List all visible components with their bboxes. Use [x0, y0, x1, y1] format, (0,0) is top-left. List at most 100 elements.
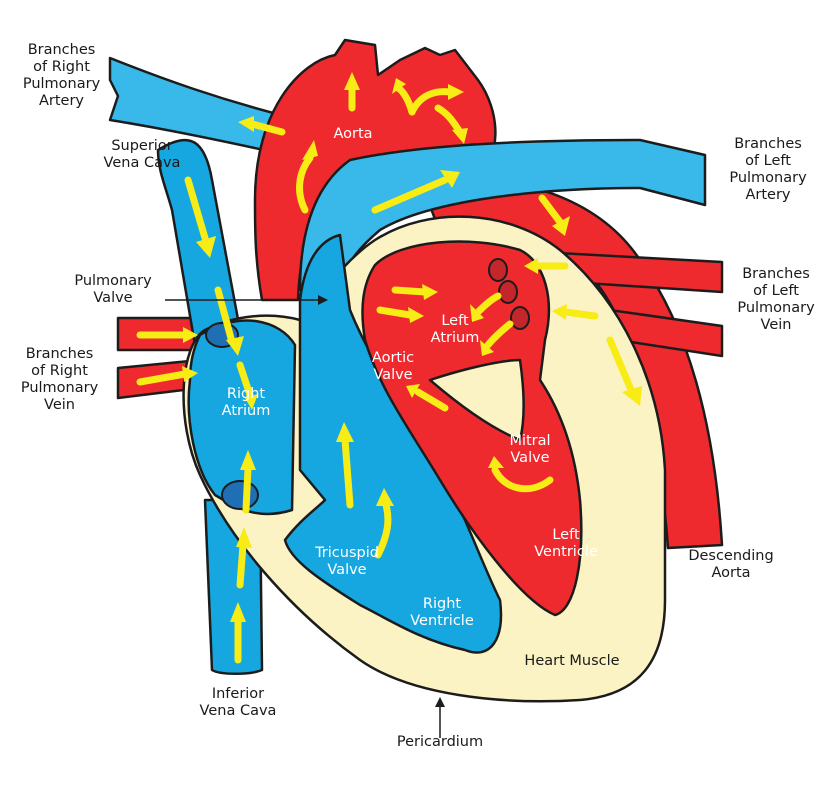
flow-arrow-rv-up-1: [341, 436, 354, 509]
label-line: Pulmonary: [737, 300, 815, 316]
arrowhead: [376, 488, 394, 506]
label-line: Valve: [373, 367, 413, 383]
label-line: Artery: [38, 93, 85, 109]
arrowhead: [245, 394, 258, 410]
flow-arrow-desc-1: [606, 336, 636, 396]
left-heart-chambers: [361, 240, 583, 617]
flow-arrow-la-2: [376, 306, 414, 319]
arrowhead: [183, 327, 198, 343]
label-left-atrium: Left Atrium: [420, 313, 490, 347]
flow-arrow-la-4: [484, 320, 514, 349]
label-left-pulmonary-artery: Branches of Left Pulmonary Artery: [718, 136, 818, 204]
arrowhead: [552, 216, 570, 236]
label-line: of Right: [33, 59, 90, 75]
arrowhead: [226, 336, 244, 356]
flow-arrow-ivc-2: [236, 541, 247, 589]
pulmonary-trunk: [298, 138, 707, 302]
label-right-ventricle: Right Ventricle: [402, 596, 482, 630]
label-line: Aorta: [333, 126, 373, 142]
flow-arrow-lpa: [538, 194, 564, 226]
label-descending-aorta: Descending Aorta: [676, 548, 786, 582]
right-ventricle-chamber: [283, 233, 503, 654]
label-line: Vein: [44, 397, 75, 413]
left-atrium-valve-a: [488, 258, 508, 282]
flow-arrow-svc: [184, 176, 209, 242]
arrowhead: [302, 140, 318, 160]
label-line: Right: [422, 596, 462, 612]
label-superior-vena-cava: Superior Vena Cava: [92, 138, 192, 172]
arrowhead: [182, 366, 198, 382]
label-aortic-valve: Aortic Valve: [358, 350, 428, 384]
label-line: Branches: [25, 346, 94, 362]
arrowhead: [622, 386, 642, 406]
arrowhead: [344, 72, 360, 90]
label-line: Ventricle: [410, 613, 474, 629]
label-line: Inferior: [211, 686, 265, 702]
arrowhead: [480, 340, 494, 356]
arrowhead: [406, 384, 420, 398]
arrowhead: [448, 84, 464, 100]
arrowhead: [552, 304, 567, 320]
flow-arrow-aorta-1: [296, 154, 314, 214]
arrowhead: [422, 284, 438, 300]
flow-arrow-la-1: [391, 286, 429, 296]
flow-arrow-ra: [236, 361, 254, 399]
arrowhead: [408, 307, 424, 323]
label-aorta: Aorta: [318, 126, 388, 143]
flow-arrow-mitral: [491, 466, 554, 493]
label-line: Pulmonary: [74, 273, 152, 289]
flow-arrow-rpa: [248, 120, 286, 136]
flow-arrow-rv-up-2: [374, 501, 392, 559]
pericardium-pointer-head: [435, 697, 445, 707]
flow-arrow-rpv-2: [136, 370, 189, 386]
flow-arrow-lv: [414, 388, 449, 412]
label-line: Branches: [734, 136, 802, 152]
left-atrium-valve-c: [510, 306, 530, 330]
label-line: Aortic: [371, 350, 415, 366]
label-left-ventricle: Left Ventricle: [526, 527, 606, 561]
flow-arrow-la-3: [474, 292, 502, 316]
label-mitral-valve: Mitral Valve: [495, 433, 565, 467]
right-atrium-valve-lower: [221, 480, 259, 510]
left-atrium-valve-b: [498, 280, 518, 304]
arrowhead: [440, 170, 460, 188]
pulmonary-valve-pointer-head: [318, 295, 328, 305]
label-line: Atrium: [221, 403, 271, 419]
label-tricuspid-valve: Tricuspid Valve: [302, 545, 392, 579]
label-line: Vein: [760, 317, 792, 333]
label-line: Pulmonary: [729, 170, 807, 186]
flow-arrow-pt: [371, 176, 449, 214]
label-right-atrium: Right Atrium: [206, 386, 286, 420]
label-line: Ventricle: [534, 544, 598, 560]
label-right-pulmonary-vein: Branches of Right Pulmonary Vein: [12, 346, 107, 414]
label-line: Pulmonary: [22, 76, 101, 92]
label-inferior-vena-cava: Inferior Vena Cava: [188, 686, 288, 720]
label-line: Heart Muscle: [524, 653, 620, 669]
label-line: Pericardium: [396, 734, 484, 750]
label-line: Aorta: [711, 565, 751, 581]
label-pulmonary-valve: Pulmonary Valve: [58, 273, 168, 307]
label-line: Descending: [688, 548, 774, 564]
label-line: Artery: [745, 187, 791, 203]
arrowhead: [452, 128, 468, 144]
arrowhead: [524, 258, 538, 274]
atrial-ventricular-ridge: [428, 358, 525, 442]
arrowhead: [336, 422, 354, 442]
label-line: Valve: [510, 450, 550, 466]
flow-arrow-ivc-3: [242, 464, 252, 514]
label-line: Pulmonary: [20, 380, 99, 396]
label-line: Mitral: [509, 433, 551, 449]
arrowhead: [392, 78, 406, 94]
label-line: Branches: [742, 266, 810, 282]
arrowhead: [238, 116, 254, 132]
arrowhead: [470, 304, 484, 322]
label-line: Vena Cava: [103, 155, 181, 171]
label-right-pulmonary-artery: Branches of Right Pulmonary Artery: [14, 42, 109, 110]
arrowhead: [196, 236, 216, 258]
label-line: of Right: [31, 363, 88, 379]
label-heart-muscle: Heart Muscle: [512, 653, 632, 670]
label-line: Vena Cava: [199, 703, 277, 719]
label-line: Left: [441, 313, 469, 329]
arrowhead: [236, 527, 252, 548]
